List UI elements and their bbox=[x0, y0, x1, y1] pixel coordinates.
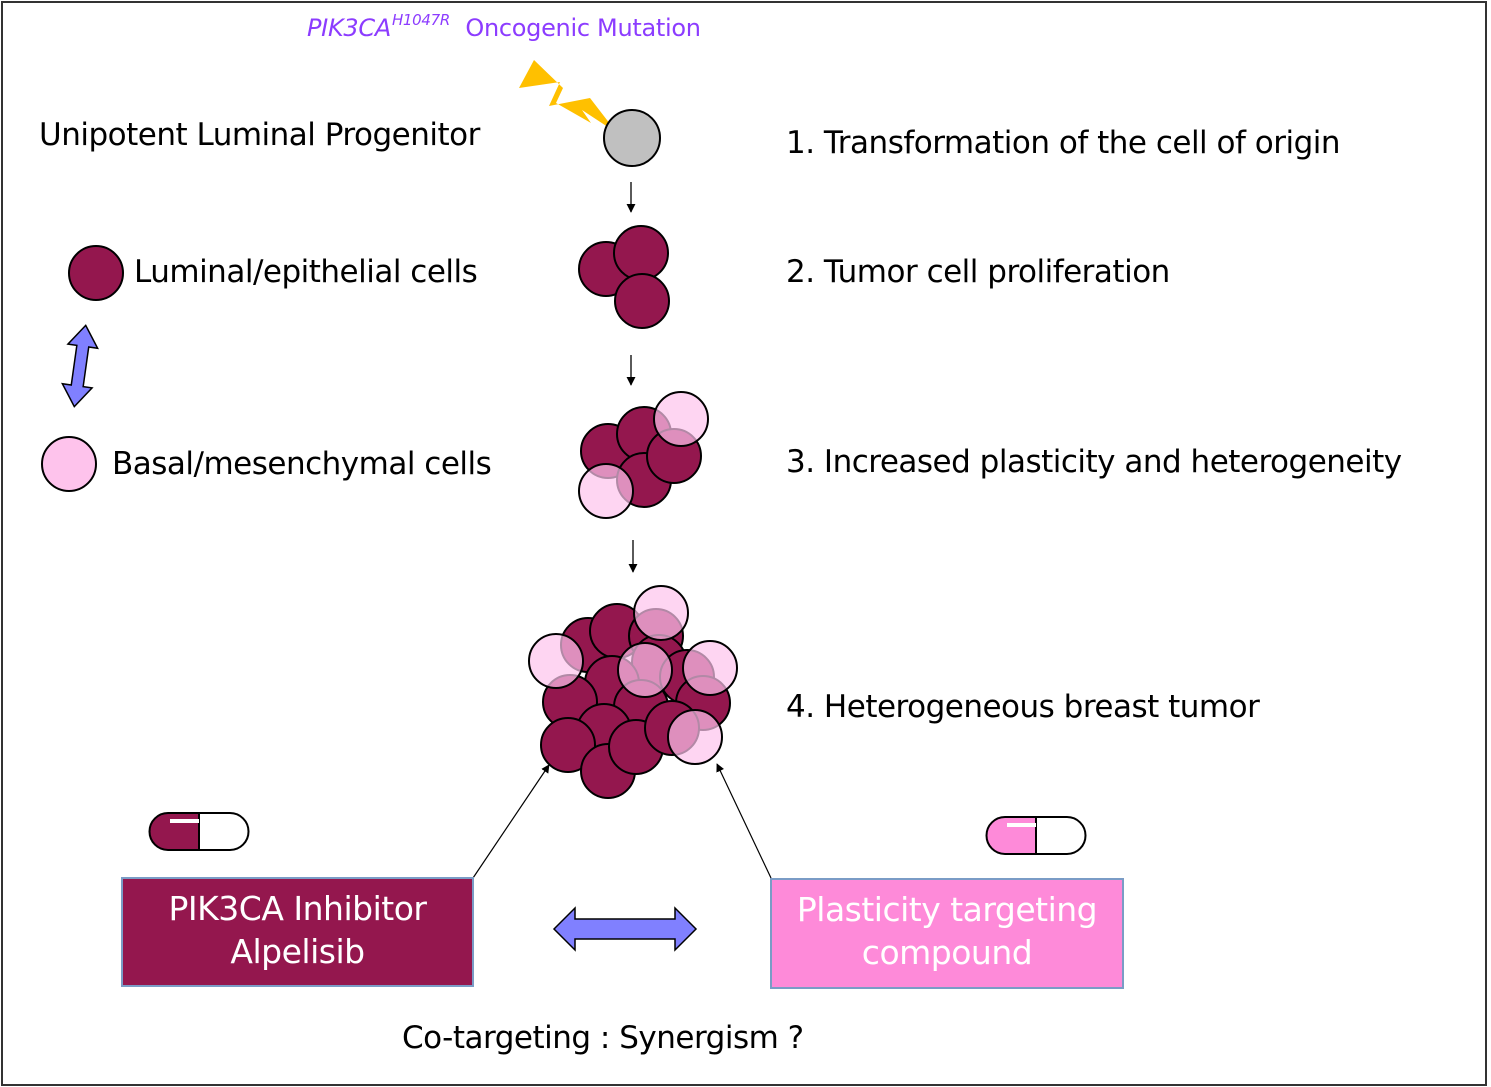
basal-cell bbox=[667, 709, 723, 765]
basal-cell bbox=[528, 633, 584, 689]
legend-basal-cell-icon bbox=[41, 436, 97, 492]
basal-cell bbox=[653, 391, 709, 447]
basal-cell bbox=[578, 463, 634, 519]
mutation-label: PIK3CAH1047R Oncogenic Mutation bbox=[307, 11, 701, 42]
mutation-variant: H1047R bbox=[391, 11, 451, 29]
plasticity-cluster bbox=[578, 391, 709, 519]
basal-cell bbox=[633, 585, 689, 641]
compound-line-1: Plasticity targeting bbox=[796, 890, 1098, 929]
lightning-bolt-icon bbox=[519, 60, 617, 133]
right-pill-icon bbox=[985, 816, 1087, 855]
horizontal-double-arrow-icon bbox=[552, 906, 698, 952]
left-pill-icon bbox=[148, 812, 250, 851]
luminal-cell bbox=[613, 225, 669, 281]
step-3-label: 3. Increased plasticity and heterogeneit… bbox=[786, 444, 1402, 480]
step-4-label: 4. Heterogeneous breast tumor bbox=[786, 689, 1260, 725]
cell-of-origin-label: Unipotent Luminal Progenitor bbox=[39, 117, 480, 153]
luminal-cell bbox=[614, 273, 670, 329]
basal-cell bbox=[617, 642, 673, 698]
step-1-label: 1. Transformation of the cell of origin bbox=[786, 125, 1341, 161]
legend-luminal-cell-icon bbox=[68, 245, 124, 301]
compound-line-2: compound bbox=[861, 933, 1033, 972]
inhibitor-line-1: PIK3CA Inhibitor bbox=[168, 889, 427, 928]
heterogeneous-tumor-cluster bbox=[528, 585, 738, 799]
inhibitor-arrow bbox=[472, 764, 550, 879]
inhibitor-line-2: Alpelisib bbox=[230, 932, 365, 971]
proliferation-cluster bbox=[578, 225, 670, 329]
mutation-description: Oncogenic Mutation bbox=[465, 14, 701, 42]
plasticity-compound-box: Plasticity targeting compound bbox=[770, 878, 1124, 989]
luminal-cell bbox=[540, 717, 596, 773]
co-targeting-conclusion: Co-targeting : Synergism ? bbox=[402, 1020, 804, 1056]
compound-arrow bbox=[716, 763, 772, 879]
progenitor-cell bbox=[603, 109, 661, 167]
legend-luminal-label: Luminal/epithelial cells bbox=[134, 254, 478, 290]
vertical-double-arrow-icon bbox=[61, 324, 99, 408]
legend-basal-label: Basal/mesenchymal cells bbox=[112, 446, 492, 482]
step-2-label: 2. Tumor cell proliferation bbox=[786, 254, 1170, 290]
basal-cell bbox=[682, 640, 738, 696]
pik3ca-inhibitor-box: PIK3CA Inhibitor Alpelisib bbox=[121, 877, 474, 987]
mutation-gene: PIK3CA bbox=[307, 14, 391, 42]
